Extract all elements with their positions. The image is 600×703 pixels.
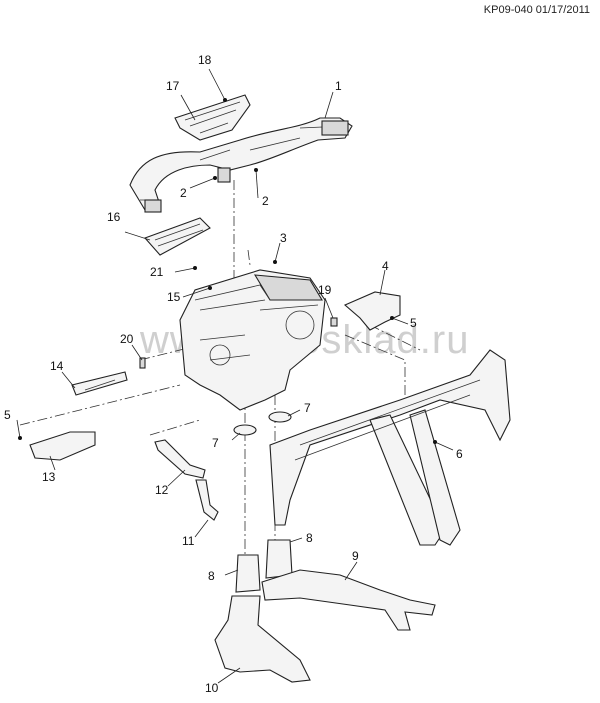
callout-19: 19 [318,283,332,297]
callout-9: 9 [352,549,359,563]
part-7-seals [233,411,292,436]
callout-5a: 5 [410,316,417,330]
callout-12: 12 [155,483,169,497]
callout-16: 16 [107,210,121,224]
part-17-center-vent [174,94,251,141]
part-9-rear-floor-duct [261,569,436,631]
callout-8b: 8 [306,531,313,545]
part-4-bracket [343,291,401,331]
callout-14: 14 [50,359,64,373]
callout-7a: 7 [212,436,219,450]
document-id: KP09-040 01/17/2011 [483,4,590,16]
callout-7b: 7 [304,401,311,415]
part-10-front-floor-duct [214,595,311,683]
callout-18: 18 [198,53,212,67]
callout-labels: 1 2 2 3 4 5 5 6 7 7 8 8 9 10 11 12 13 14… [4,53,463,695]
callout-4: 4 [382,259,389,273]
leader-lines [16,68,454,684]
callout-15: 15 [167,290,181,304]
part-1-defroster-duct [129,117,353,213]
part-6-cross-car-beam [269,349,511,546]
part-20-pin [139,357,146,369]
part-13-side-duct [29,431,96,461]
callout-21: 21 [150,265,164,279]
callout-1: 1 [335,79,342,93]
part-19-clip [330,317,338,327]
part-3-hvac-housing [179,269,326,411]
callout-5b: 5 [4,408,11,422]
callout-2b: 2 [262,194,269,208]
part-11-hose [195,479,219,521]
callout-10: 10 [205,681,219,695]
fastener-dots [18,98,437,444]
callout-8a: 8 [208,569,215,583]
part-16-filter [144,217,211,256]
callout-11: 11 [182,534,195,548]
callout-13: 13 [42,470,56,484]
callout-2a: 2 [180,186,187,200]
part-14-linkage [71,371,128,396]
callout-20: 20 [120,332,134,346]
callout-17: 17 [166,79,180,93]
callout-6: 6 [456,447,463,461]
part-12-hose [154,439,206,479]
callout-3: 3 [280,231,287,245]
